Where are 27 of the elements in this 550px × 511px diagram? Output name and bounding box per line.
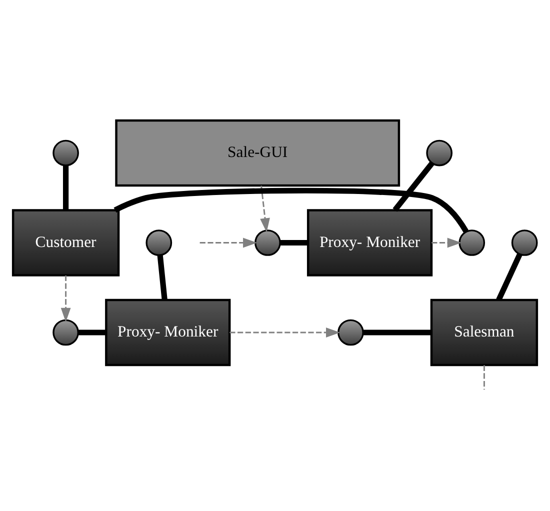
node-box: Proxy- Moniker (105, 298, 231, 366)
connector (63, 166, 69, 210)
arrow (432, 238, 462, 248)
node-box: Sale-GUI (115, 119, 400, 187)
connector (157, 255, 168, 300)
connector (280, 240, 308, 246)
connector (483, 365, 485, 390)
node-circle (426, 140, 453, 166)
connector (496, 253, 522, 302)
node-box: Customer (12, 209, 120, 276)
node-circle (254, 230, 281, 256)
node-box: Proxy- Moniker (306, 209, 433, 276)
node-circle (338, 319, 364, 346)
connector (363, 330, 432, 336)
connector (392, 161, 434, 212)
arrow (200, 238, 258, 248)
arrow (60, 275, 71, 322)
node-box: Salesman (430, 298, 538, 366)
arrow (230, 328, 340, 338)
node-circle (146, 230, 172, 256)
node-circle (458, 230, 486, 256)
connector (114, 188, 468, 233)
node-circle (52, 319, 79, 346)
connector (78, 330, 106, 336)
node-circle (511, 230, 538, 256)
node-circle (52, 140, 79, 166)
arrow (260, 186, 270, 232)
